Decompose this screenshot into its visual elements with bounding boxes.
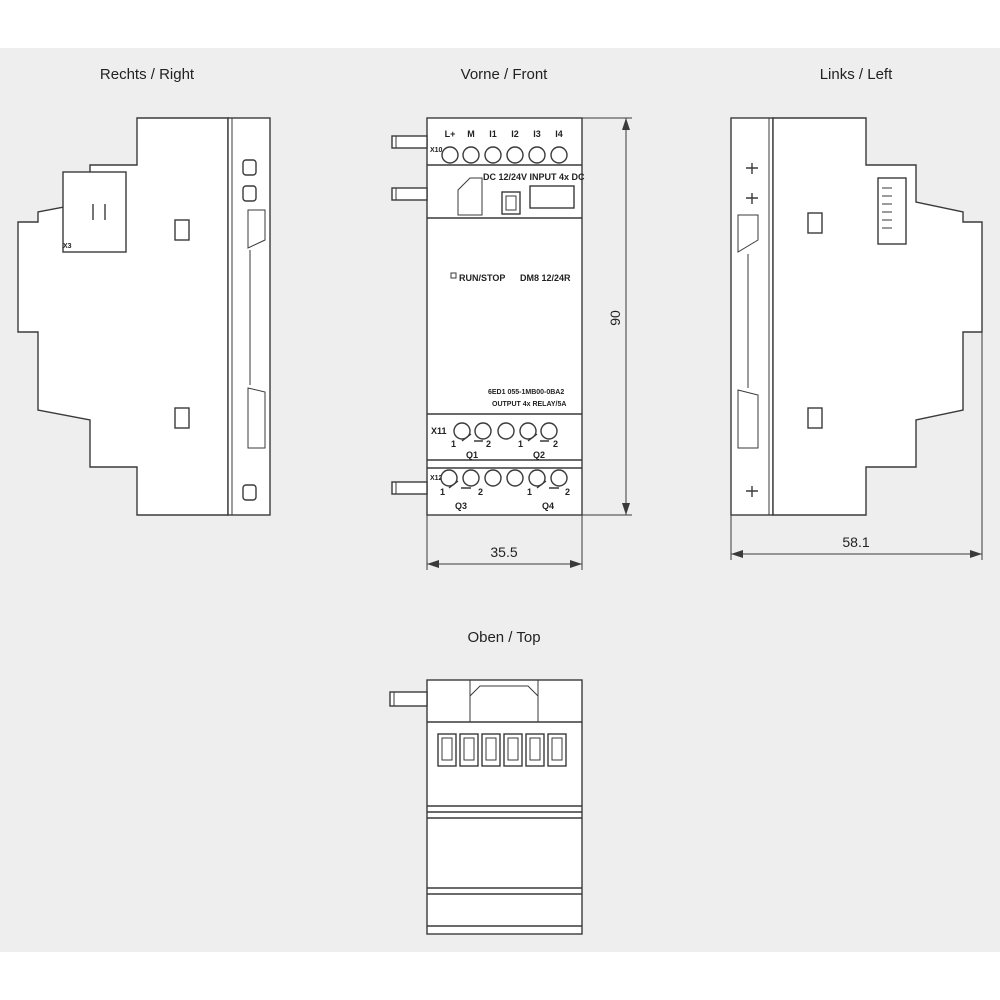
terminal-screw (441, 146, 459, 164)
top-view-title: Oben / Top (467, 629, 540, 646)
x12-label: X12 (430, 475, 443, 482)
screw-opening (459, 733, 479, 767)
mounting-cross-icon (746, 193, 758, 204)
x10-label: X10 (430, 147, 443, 154)
mounting-cross-icon (746, 163, 758, 174)
right-view: X3 (17, 117, 271, 516)
width-dimension: 35.5 (490, 544, 517, 560)
contact-label: 2 (553, 439, 558, 449)
top-view (389, 679, 583, 935)
expansion-connector (877, 177, 907, 245)
terminal-screw (519, 422, 537, 440)
coding-slot (501, 191, 521, 215)
led-label: RUN/STOP (459, 273, 505, 283)
order-number: 6ED1 055-1MB00-0BA2 (488, 389, 564, 396)
run-stop-led (450, 272, 457, 279)
front-view: L+ M I1 I2 I3 I4 X10 DC 12/24V INPUT 4x … (391, 117, 632, 570)
contact-label: 1 (527, 487, 532, 497)
terminal-screw (484, 146, 502, 164)
left-view-title: Links / Left (820, 66, 893, 83)
terminal-screw (497, 422, 515, 440)
terminal-label: I2 (511, 129, 519, 139)
terminal-label: I1 (489, 129, 497, 139)
screw-opening (437, 733, 457, 767)
terminal-screw (540, 422, 558, 440)
terminal-screw (484, 469, 502, 487)
terminal-screw (506, 146, 524, 164)
contact-label: 1 (518, 439, 523, 449)
relay-contact-symbol (448, 480, 471, 489)
model-label: DM8 12/24R (520, 273, 571, 283)
contact-label: 2 (478, 487, 483, 497)
screw-opening (525, 733, 545, 767)
terminal-label: I4 (555, 129, 563, 139)
connector-label: X3 (63, 243, 72, 250)
terminal-screw (550, 469, 568, 487)
input-header: DC 12/24V INPUT 4x DC (483, 172, 585, 182)
terminal-screw (474, 422, 492, 440)
front-view-title: Vorne / Front (461, 66, 549, 83)
terminal-screw (528, 146, 546, 164)
relay-contact-symbol (527, 433, 549, 442)
contact-label: 2 (486, 439, 491, 449)
right-view-title: Rechts / Right (100, 66, 195, 83)
depth-dimension: 58.1 (842, 534, 869, 550)
terminal-screw (506, 469, 524, 487)
terminal-screw (550, 146, 568, 164)
terminal-label: M (467, 129, 475, 139)
left-view: 58.1 (730, 117, 983, 560)
screw-opening (481, 733, 501, 767)
terminal-label: I3 (533, 129, 541, 139)
terminal-screw (453, 422, 471, 440)
contact-label: 1 (440, 487, 445, 497)
x11-label: X11 (431, 426, 447, 436)
output-label: Q3 (455, 501, 467, 511)
contact-label: 2 (565, 487, 570, 497)
terminal-label: L+ (445, 129, 456, 139)
terminal-screw (440, 469, 458, 487)
screw-opening (547, 733, 567, 767)
side-connector (62, 171, 127, 253)
screw-opening (503, 733, 523, 767)
output-header: OUTPUT 4x RELAY/5A (492, 401, 566, 408)
height-dimension: 90 (607, 310, 623, 326)
output-label: Q4 (542, 501, 554, 511)
terminal-screw (528, 469, 546, 487)
mounting-cross-icon (746, 486, 758, 497)
output-label: Q2 (533, 450, 545, 460)
terminal-screw (462, 146, 480, 164)
relay-contact-symbol (461, 433, 483, 442)
output-label: Q1 (466, 450, 478, 460)
contact-label: 1 (451, 439, 456, 449)
terminal-screw (462, 469, 480, 487)
relay-contact-symbol (536, 480, 559, 489)
